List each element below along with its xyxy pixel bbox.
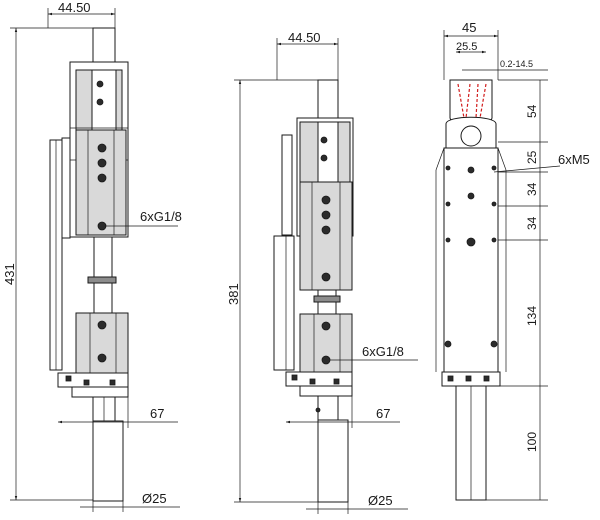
right-dim-100: 100 <box>525 432 539 452</box>
middle-height: 381 <box>226 283 241 305</box>
middle-width-top: 44.50 <box>288 30 321 45</box>
right-dim-34b: 34 <box>525 216 539 230</box>
jaw-highlight <box>457 83 487 119</box>
left-port-label: 6xG1/8 <box>140 209 182 224</box>
right-thread-label: 6xM5 <box>558 152 590 167</box>
right-dim-54: 54 <box>525 104 539 118</box>
right-dim-34a: 34 <box>525 182 539 196</box>
left-width-bottom: 67 <box>150 406 164 421</box>
right-view: 45 25.5 0.2-14.5 54 25 34 34 134 100 6xM… <box>435 20 590 501</box>
right-width-top: 45 <box>462 20 476 35</box>
right-inner-width: 25.5 <box>456 41 477 53</box>
right-stroke-range: 0.2-14.5 <box>500 59 533 69</box>
left-diameter: Ø25 <box>142 491 167 506</box>
middle-port-label: 6xG1/8 <box>362 344 404 359</box>
middle-view: 44.50 381 6xG1/8 67 Ø25 <box>226 30 418 514</box>
left-width-top: 44.50 <box>58 0 91 15</box>
left-height: 431 <box>2 263 17 285</box>
right-dim-134: 134 <box>525 306 539 326</box>
middle-diameter: Ø25 <box>368 493 393 508</box>
middle-width-bottom: 67 <box>376 406 390 421</box>
right-dim-25: 25 <box>525 150 539 164</box>
left-view: 44.50 431 6xG1/8 67 Ø25 <box>2 0 182 512</box>
